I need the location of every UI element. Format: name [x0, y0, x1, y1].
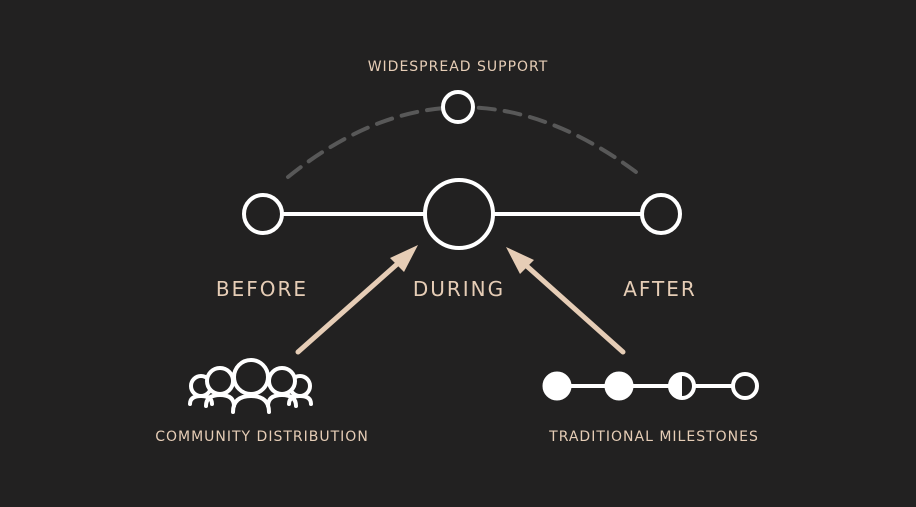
arrow-community-to-during — [295, 255, 407, 355]
arrowhead-left — [390, 245, 418, 272]
traditional-milestones-label: TRADITIONAL MILESTONES — [549, 429, 759, 445]
arrowhead-right — [506, 247, 534, 274]
support-node — [441, 90, 475, 124]
community-distribution-label: COMMUNITY DISTRIBUTION — [155, 429, 369, 445]
during-node — [423, 178, 495, 250]
community-people-icon — [188, 358, 313, 414]
stage-label-after: AFTER — [623, 277, 697, 301]
stage-label-before: BEFORE — [215, 277, 309, 301]
after-node — [640, 193, 682, 235]
top-label: WIDESPREAD SUPPORT — [367, 59, 549, 75]
before-node — [242, 193, 284, 235]
arrow-milestones-to-during — [517, 257, 626, 355]
stage-label-during: DURING — [412, 277, 506, 301]
moon-phase-milestones-icon — [542, 371, 759, 401]
